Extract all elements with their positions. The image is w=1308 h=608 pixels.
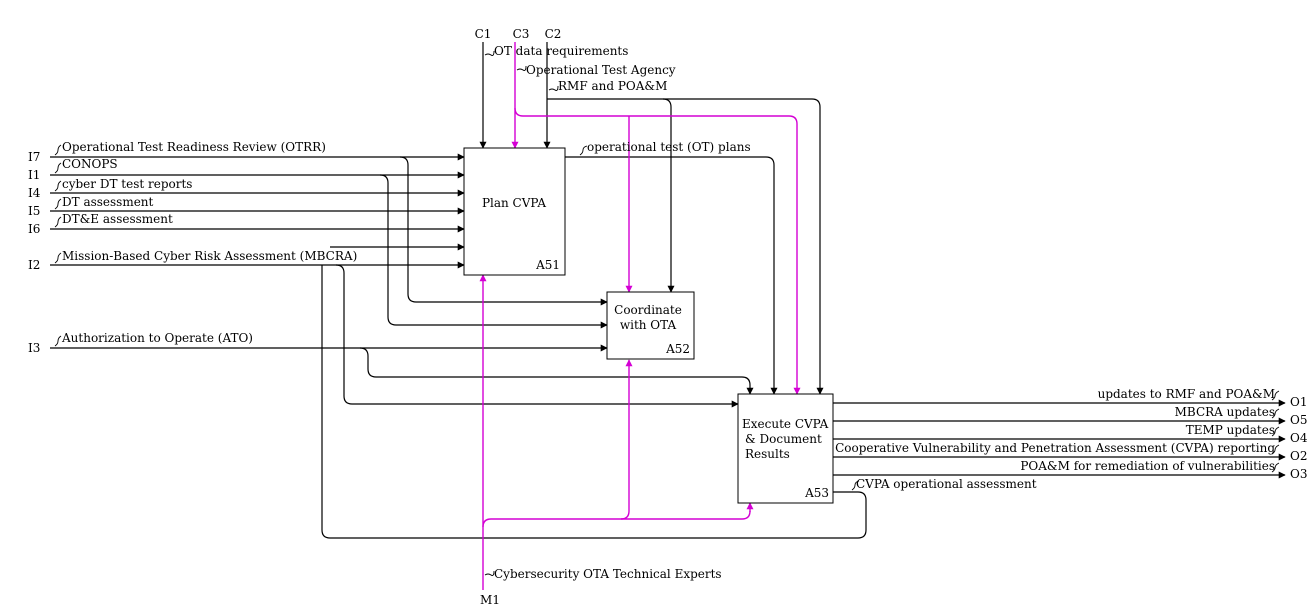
output-arrows xyxy=(833,399,1286,479)
input-label-i7: Operational Test Readiness Review (OTRR) xyxy=(62,140,326,154)
control-code-c2: C2 xyxy=(545,27,562,41)
control-code-c1: C1 xyxy=(475,27,492,41)
output-code-o3: O3 xyxy=(1290,467,1307,481)
a53-title-line1: Execute CVPA xyxy=(742,417,829,431)
arrow-c2-to-a53 xyxy=(663,98,824,395)
input-code-i6: I6 xyxy=(28,222,40,236)
input-code-i4: I4 xyxy=(28,186,41,200)
input-code-i5: I5 xyxy=(28,204,40,218)
control-code-c3: C3 xyxy=(513,27,530,41)
output-code-o2: O2 xyxy=(1290,449,1307,463)
arrow-i7-to-a52 xyxy=(399,156,608,306)
a51-title: Plan CVPA xyxy=(482,196,546,210)
input-code-i1: I1 xyxy=(28,168,40,182)
arrow-m1-to-a52 xyxy=(620,359,633,520)
output-labels: updates to RMF and POA&M O1 MBCRA update… xyxy=(835,387,1308,481)
activity-box-a51[interactable]: Plan CVPA A51 xyxy=(463,147,566,276)
input-label-i5: DT assessment xyxy=(62,195,154,209)
label-squiggles xyxy=(54,50,1280,576)
activity-box-a53[interactable]: Execute CVPA & Document Results A53 xyxy=(737,393,834,504)
input-arrows xyxy=(50,153,867,539)
output-label-o5: MBCRA updates xyxy=(1175,405,1275,419)
input-code-i3: I3 xyxy=(28,341,40,355)
output-label-o1: updates to RMF and POA&M xyxy=(1098,387,1275,401)
control-labels: C1 C3 C2 OT data requirements Operationa… xyxy=(475,27,676,93)
activity-box-a52[interactable]: Coordinate with OTA A52 xyxy=(606,291,695,360)
arrow-c3-branch xyxy=(514,107,798,360)
control-arrows xyxy=(479,42,824,395)
arrow-c2-to-a52 xyxy=(547,98,675,293)
output-code-o5: O5 xyxy=(1290,413,1307,427)
arrow-m1-branch xyxy=(482,510,751,528)
output-label-o2: Cooperative Vulnerability and Penetratio… xyxy=(835,441,1275,455)
output-code-o4: O4 xyxy=(1290,431,1308,445)
arrow-ot-plans xyxy=(565,156,778,395)
input-label-i3: Authorization to Operate (ATO) xyxy=(61,331,253,345)
a53-title-line2: & Document xyxy=(745,432,822,446)
flow-label-ot-plans: operational test (OT) plans xyxy=(587,140,751,154)
mechanism-labels: Cybersecurity OTA Technical Experts M1 xyxy=(480,567,722,607)
control-label-c2: RMF and POA&M xyxy=(558,79,667,93)
output-code-o1: O1 xyxy=(1290,395,1307,409)
input-label-i2: Mission-Based Cyber Risk Assessment (MBC… xyxy=(62,249,357,263)
input-labels: I7 Operational Test Readiness Review (OT… xyxy=(28,140,357,355)
input-code-i7: I7 xyxy=(28,150,40,164)
output-label-o3: POA&M for remediation of vulnerabilities xyxy=(1020,459,1275,473)
input-code-i2: I2 xyxy=(28,258,40,272)
mechanism-code-m1: M1 xyxy=(480,593,500,607)
a53-id: A53 xyxy=(804,486,829,500)
internal-flow-labels: operational test (OT) plans CVPA operati… xyxy=(587,140,1037,491)
input-label-i4: cyber DT test reports xyxy=(62,177,192,191)
input-label-i1: CONOPS xyxy=(62,157,118,171)
magenta-arrows xyxy=(479,42,801,590)
output-label-o4: TEMP updates xyxy=(1186,423,1275,437)
a52-title-line1: Coordinate xyxy=(614,303,682,317)
mechanism-label-m1: Cybersecurity OTA Technical Experts xyxy=(494,567,722,581)
a52-id: A52 xyxy=(665,342,690,356)
arrow-i1-to-a52 xyxy=(379,174,608,329)
arrow-feedback-loop xyxy=(321,265,867,539)
arrow-i3-to-a53 xyxy=(359,347,754,395)
control-label-c3: Operational Test Agency xyxy=(526,63,676,77)
input-label-i6: DT&E assessment xyxy=(62,212,173,226)
a52-title-line2: with OTA xyxy=(620,318,677,332)
arrow-i2-to-a53 xyxy=(335,264,739,408)
control-label-c1: OT data requirements xyxy=(494,44,628,58)
a53-title-line3: Results xyxy=(745,447,790,461)
a51-id: A51 xyxy=(535,258,560,272)
flow-label-cvpa-assessment: CVPA operational assessment xyxy=(856,477,1037,491)
